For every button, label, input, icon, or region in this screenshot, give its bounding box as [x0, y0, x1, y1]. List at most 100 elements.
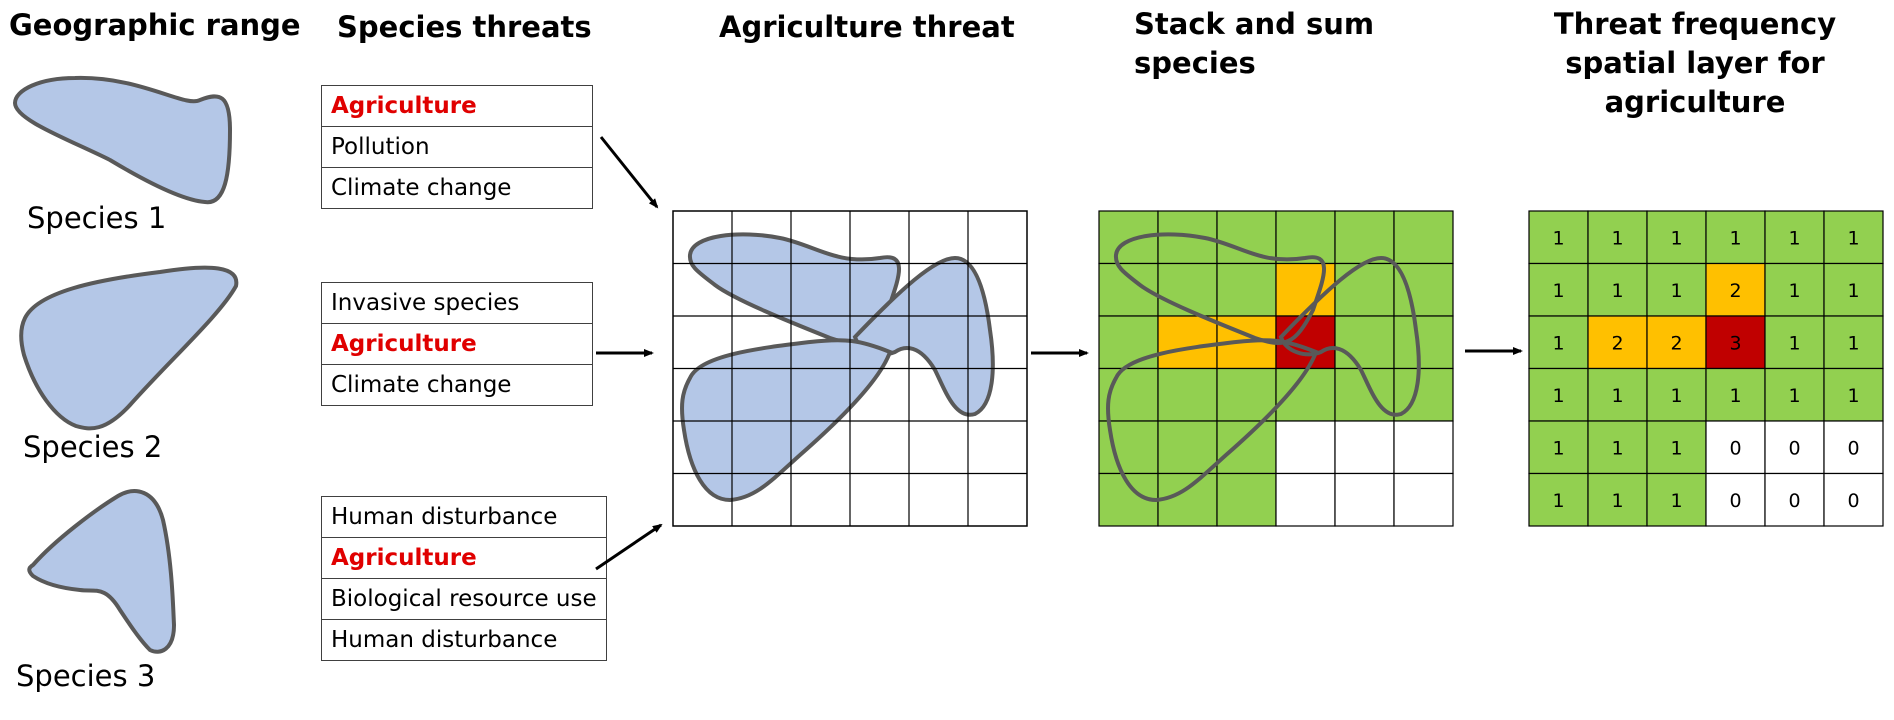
cell-value: 1 [1729, 227, 1741, 249]
cell-value: 1 [1552, 280, 1564, 302]
heading-stack-line-2: species [1134, 46, 1256, 80]
cell-value: 1 [1847, 227, 1859, 249]
species-2-label: Species 2 [23, 430, 163, 464]
cell-value: 3 [1729, 332, 1741, 354]
cell-value: 1 [1552, 437, 1564, 459]
cell-value: 1 [1552, 490, 1564, 512]
cell-value: 1 [1670, 437, 1682, 459]
flow-arrows [595, 136, 1523, 571]
grid-cell [1393, 262, 1454, 317]
threat-row: Agriculture [321, 323, 593, 365]
overlay-range-2 [852, 255, 995, 417]
cell-value: 1 [1788, 227, 1800, 249]
threat-table-species-2: Invasive species Agriculture Climate cha… [321, 282, 593, 406]
grid-cell [1275, 420, 1336, 475]
stack-range-outlines [1106, 232, 1421, 503]
species-1-range-blob [12, 75, 233, 205]
heading-species-threats: Species threats [337, 10, 592, 44]
grid-cell [1705, 472, 1766, 527]
threat-table-species-1: Agriculture Pollution Climate change [321, 85, 593, 209]
threat-cell: Human disturbance [321, 496, 607, 538]
agriculture-threat-grid [672, 210, 1028, 527]
grid-cell [1393, 420, 1454, 475]
grid-cell [1216, 472, 1277, 527]
cell-value: 1 [1670, 385, 1682, 407]
stack-sum-grid [1098, 210, 1454, 527]
heading-threat-frequency: Threat frequency spatial layer for agric… [1530, 5, 1860, 122]
cell-value: 0 [1847, 437, 1859, 459]
heading-freq-line-2: spatial layer for [1565, 46, 1825, 80]
grid-cell [1587, 210, 1648, 265]
cell-value: 1 [1552, 385, 1564, 407]
grid-cell [1275, 367, 1336, 422]
heading-stack-and-sum: Stack and sum species [1134, 5, 1374, 83]
threat-table-species-3: Human disturbance Agriculture Biological… [321, 496, 607, 661]
grid-cell [1334, 262, 1395, 317]
grid-cell [1646, 367, 1707, 422]
grid-cell [1764, 420, 1825, 475]
grid-cell [1216, 262, 1277, 317]
grid-cell [1587, 367, 1648, 422]
grid-cell [1705, 210, 1766, 265]
threat-cell: Agriculture [321, 537, 607, 579]
grid-cell [1157, 262, 1218, 317]
species-3-label: Species 3 [16, 659, 156, 693]
threat-row: Biological resource use [321, 578, 607, 620]
cell-value: 1 [1670, 490, 1682, 512]
grid-cell [1587, 262, 1648, 317]
cell-value: 1 [1611, 280, 1623, 302]
cell-value: 1 [1847, 332, 1859, 354]
grid-cell [1528, 262, 1589, 317]
cell-value: 2 [1670, 332, 1682, 354]
heading-stack-line-1: Stack and sum [1134, 7, 1375, 41]
threat-cell: Invasive species [321, 282, 593, 324]
arrow-table3-to-grid [595, 523, 663, 571]
threat-row: Agriculture [321, 85, 593, 127]
grid-cell [1823, 367, 1884, 422]
stack-outline-1 [1113, 232, 1326, 345]
threat-cell: Biological resource use [321, 578, 607, 620]
cell-value: 0 [1788, 437, 1800, 459]
cell-value: 0 [1847, 490, 1859, 512]
threat-cell: Climate change [321, 167, 593, 209]
heading-freq-line-3: agriculture [1604, 85, 1786, 119]
threat-row: Climate change [321, 364, 593, 406]
grid-cell [1646, 420, 1707, 475]
grid-cell [1823, 262, 1884, 317]
stack-outline-3 [1106, 338, 1319, 503]
heading-freq-line-1: Threat frequency [1553, 7, 1837, 41]
cell-value: 1 [1552, 227, 1564, 249]
threat-cell: Climate change [321, 364, 593, 406]
grid-cell [1646, 262, 1707, 317]
cell-value: 1 [1847, 385, 1859, 407]
threat-cell: Human disturbance [321, 619, 607, 661]
grid-cell [1334, 210, 1395, 265]
grid-cell [1705, 262, 1766, 317]
stack-outline-2 [1278, 255, 1421, 417]
grid-cell [1216, 367, 1277, 422]
cell-value: 2 [1729, 280, 1741, 302]
grid-cell [1216, 420, 1277, 475]
cell-value: 1 [1788, 280, 1800, 302]
agriculture-grid-lines [673, 211, 1027, 526]
grid-cell [1157, 315, 1218, 370]
species-1-label: Species 1 [27, 201, 167, 235]
grid-cell [1764, 210, 1825, 265]
species-3-range-blob [27, 489, 177, 654]
threat-cell: Agriculture [321, 323, 593, 365]
grid-cell [1764, 262, 1825, 317]
cell-value: 1 [1611, 227, 1623, 249]
grid-cell [1334, 472, 1395, 527]
cell-value: 1 [1670, 280, 1682, 302]
grid-cell [1587, 472, 1648, 527]
cell-value: 0 [1788, 490, 1800, 512]
cell-value: 1 [1847, 280, 1859, 302]
grid-cell [1334, 420, 1395, 475]
grid-cell [1764, 472, 1825, 527]
heading-geographic-range: Geographic range [9, 8, 301, 42]
grid-cell [1705, 420, 1766, 475]
cell-value: 0 [1729, 437, 1741, 459]
cell-value: 1 [1729, 385, 1741, 407]
